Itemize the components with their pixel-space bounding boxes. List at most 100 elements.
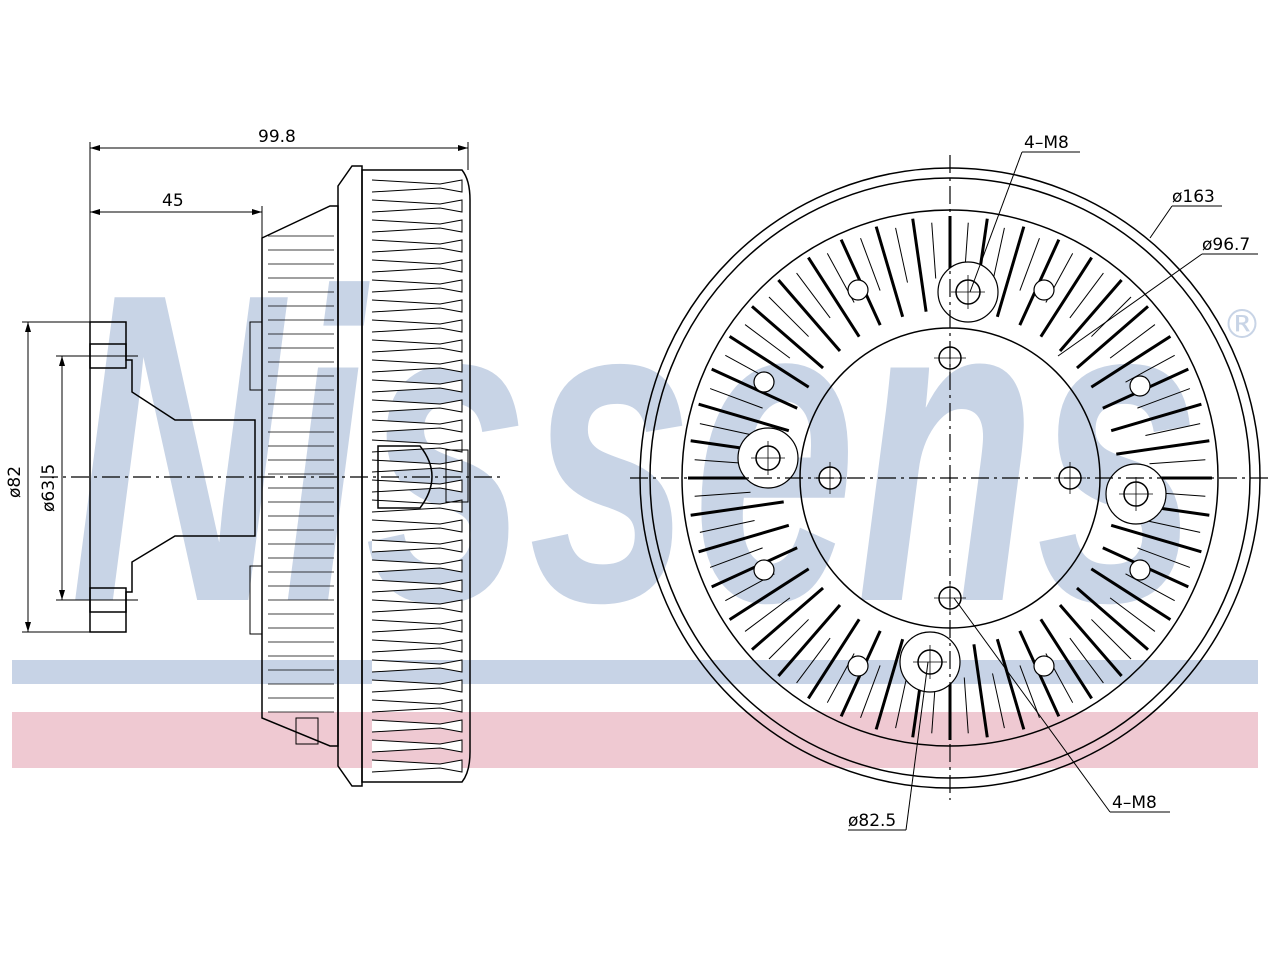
fin-blade — [1090, 335, 1172, 389]
fin-edge — [1137, 547, 1191, 568]
fin — [371, 299, 463, 313]
fin — [371, 279, 463, 293]
watermark-brand-text: Nissens — [70, 203, 1200, 694]
fin — [371, 619, 463, 633]
fin-blade — [874, 226, 905, 318]
dimension-overall-length: 99.8 — [89, 127, 469, 322]
fin-edge — [709, 547, 763, 568]
bolt-circle-label: ø82.5 — [848, 811, 896, 831]
fin-edge — [744, 597, 791, 632]
fin — [371, 319, 463, 333]
thread-top-label: 4–M8 — [1024, 133, 1069, 153]
fin — [371, 459, 463, 473]
vent-hole — [1129, 559, 1151, 581]
fin-blade — [728, 335, 810, 389]
fin-blade — [1039, 618, 1093, 700]
fin — [371, 339, 463, 353]
fin-edge — [1145, 423, 1201, 436]
fin-edge — [1149, 459, 1206, 465]
fin-edge — [768, 619, 809, 660]
fin-blade — [1090, 567, 1172, 621]
fin-edge — [992, 227, 1005, 283]
fin — [371, 239, 463, 253]
fin — [371, 519, 463, 533]
dimension-bolt-circle: ø63.5 — [39, 355, 126, 601]
fin-blade — [1058, 603, 1123, 677]
fin-edge — [1145, 520, 1201, 533]
housing-ribs — [268, 235, 334, 713]
fin-edge — [1019, 665, 1040, 719]
fin-blade — [777, 279, 842, 353]
fin-blade — [690, 500, 784, 517]
side-view-drawing: 99.8 45 ø82 ø63.5 — [5, 127, 500, 787]
fin-edge — [1109, 324, 1156, 359]
watermark-registered-mark: ® — [1222, 302, 1262, 348]
fin-edge — [694, 491, 751, 497]
fin-edge — [1137, 388, 1191, 409]
fin-edge — [1019, 237, 1040, 291]
front-dimension-labels: 4–M8 ø163 ø96.7 ø82.5 4–M8 — [848, 133, 1258, 831]
fin-edge — [768, 296, 809, 337]
fin — [371, 179, 463, 193]
fin-blade — [995, 226, 1026, 318]
fin-edge — [895, 673, 908, 729]
fin — [371, 199, 463, 213]
fin — [371, 679, 463, 693]
fin-blade — [1110, 523, 1202, 554]
fin-edge — [1091, 296, 1132, 337]
hub-length-label: 45 — [162, 191, 184, 211]
fin — [371, 219, 463, 233]
vent-hole — [847, 655, 869, 677]
fin-blade — [698, 402, 790, 433]
fin-blade — [1075, 305, 1149, 370]
fin — [371, 659, 463, 673]
fin — [371, 259, 463, 273]
overall-length-label: 99.8 — [258, 127, 296, 147]
fin — [371, 739, 463, 753]
side-bolt-circle-label: ø63.5 — [39, 464, 59, 512]
fin-blade — [698, 523, 790, 554]
nissens-watermark: Nissens ® — [12, 203, 1262, 768]
fin-edge — [1109, 597, 1156, 632]
fin-blade — [1110, 402, 1202, 433]
fin-edge — [895, 227, 908, 283]
fin — [371, 699, 463, 713]
flange-diameter-label: ø82 — [5, 466, 25, 498]
fin-edge — [860, 665, 881, 719]
fin-edge — [796, 637, 831, 684]
fin-blade — [751, 586, 825, 651]
fin — [371, 559, 463, 573]
fin-blade — [911, 218, 928, 312]
front-view-drawing: 4–M8 ø163 ø96.7 ø82.5 4–M8 — [630, 133, 1270, 831]
fin-blade — [995, 638, 1026, 730]
clutch-housing — [249, 165, 471, 787]
fin-blade — [874, 638, 905, 730]
vent-hole — [753, 559, 775, 581]
fin-edge — [963, 677, 969, 734]
fin — [371, 759, 463, 773]
vent-hole — [1033, 279, 1055, 301]
vent-hole — [1129, 375, 1151, 397]
fin-edge — [699, 423, 755, 436]
fin — [371, 379, 463, 393]
fin-blade — [807, 618, 861, 700]
fin — [371, 719, 463, 733]
watermark-red-stripe — [12, 712, 1258, 768]
fin-edge — [709, 388, 763, 409]
fin-blade — [807, 256, 861, 338]
fin — [371, 639, 463, 653]
fin — [371, 499, 463, 513]
fin-blade — [972, 644, 989, 738]
fin-blade — [1116, 439, 1210, 456]
fin-blade — [751, 305, 825, 370]
fin-edge — [860, 237, 881, 291]
fin-blade — [728, 567, 810, 621]
fin — [371, 599, 463, 613]
fin — [371, 419, 463, 433]
outer-diameter-label: ø163 — [1172, 187, 1215, 207]
fin-edge — [992, 673, 1005, 729]
fin — [371, 539, 463, 553]
fin-blade — [1075, 586, 1149, 651]
inner-diameter-label: ø96.7 — [1202, 235, 1250, 255]
